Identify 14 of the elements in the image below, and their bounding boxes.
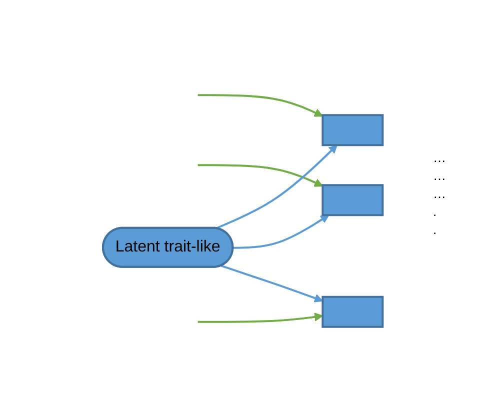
ellipsis-mark: …: [433, 186, 446, 202]
arrow: [221, 264, 324, 302]
ellipsis-mark: …: [433, 150, 446, 166]
node-box: [322, 114, 384, 146]
arrow: [198, 164, 324, 187]
arrow: [233, 214, 330, 249]
node-box: [322, 184, 384, 216]
ellipsis-mark: …: [433, 168, 446, 184]
arrow: [215, 144, 338, 230]
arrow: [198, 312, 324, 323]
node-box: [322, 296, 384, 328]
ellipsis-mark: .: [433, 204, 438, 220]
ellipsis-mark: .: [433, 222, 438, 238]
arrow: [198, 94, 324, 117]
